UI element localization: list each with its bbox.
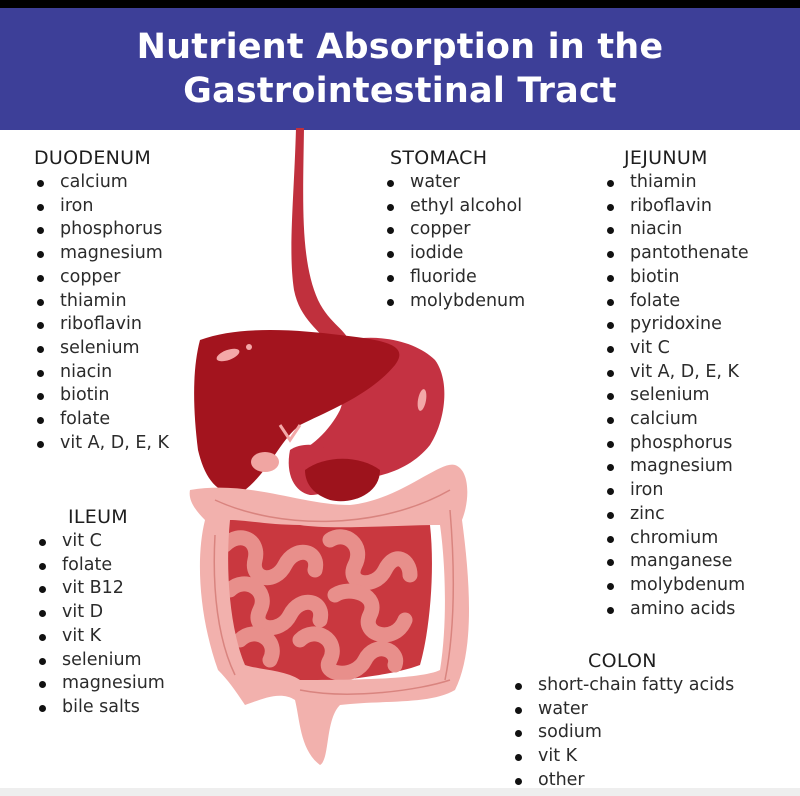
- list-item: molybdenum: [604, 574, 749, 598]
- list-item: biotin: [604, 266, 749, 290]
- jejunum-title: JEJUNUM: [624, 147, 708, 169]
- liver-icon: [194, 330, 400, 493]
- list-item: copper: [384, 218, 525, 242]
- jejunum-section: JEJUNUM thiamin riboflavin niacin pantot…: [604, 146, 749, 621]
- title-line-2: Gastrointestinal Tract: [183, 71, 617, 111]
- list-item: vit A, D, E, K: [34, 432, 169, 456]
- list-item: vit B12: [36, 577, 165, 601]
- digestive-tract-illustration: [189, 128, 470, 765]
- list-item: sodium: [512, 721, 734, 745]
- list-item: molybdenum: [384, 290, 525, 314]
- esophagus-icon: [291, 128, 350, 350]
- list-item: phosphorus: [604, 432, 749, 456]
- list-item: water: [384, 171, 525, 195]
- list-item: niacin: [34, 361, 169, 385]
- list-item: pyridoxine: [604, 313, 749, 337]
- list-item: magnesium: [36, 672, 165, 696]
- ileum-section: ILEUM vit C folate vit B12 vit D vit K s…: [36, 505, 165, 720]
- list-item: thiamin: [604, 171, 749, 195]
- list-item: vit K: [512, 745, 734, 769]
- list-item: amino acids: [604, 598, 749, 622]
- list-item: manganese: [604, 550, 749, 574]
- list-item: bile salts: [36, 696, 165, 720]
- colon-icon: [189, 464, 470, 765]
- stomach-list: water ethyl alcohol copper iodide fluori…: [384, 171, 525, 313]
- duodenum-list: calcium iron phosphorus magnesium copper…: [34, 171, 169, 455]
- list-item: vit C: [36, 530, 165, 554]
- list-item: folate: [604, 290, 749, 314]
- list-item: thiamin: [34, 290, 169, 314]
- list-item: iron: [34, 195, 169, 219]
- list-item: pantothenate: [604, 242, 749, 266]
- list-item: vit A, D, E, K: [604, 361, 749, 385]
- list-item: magnesium: [604, 455, 749, 479]
- list-item: selenium: [36, 649, 165, 673]
- list-item: chromium: [604, 527, 749, 551]
- list-item: other: [512, 769, 734, 793]
- list-item: calcium: [604, 408, 749, 432]
- list-item: niacin: [604, 218, 749, 242]
- colon-section: COLON short-chain fatty acids water sodi…: [512, 649, 734, 793]
- title-line-1: Nutrient Absorption in the: [136, 27, 664, 67]
- ileum-list: vit C folate vit B12 vit D vit K seleniu…: [36, 530, 165, 720]
- stomach-icon: [290, 337, 445, 481]
- list-item: biotin: [34, 384, 169, 408]
- list-item: vit D: [36, 601, 165, 625]
- duodenum-title: DUODENUM: [34, 147, 152, 169]
- list-item: short-chain fatty acids: [512, 674, 734, 698]
- list-item: folate: [36, 554, 165, 578]
- stomach-title: STOMACH: [390, 147, 488, 169]
- duodenum-section: DUODENUM calcium iron phosphorus magnesi…: [34, 146, 169, 455]
- list-item: selenium: [604, 384, 749, 408]
- colon-list: short-chain fatty acids water sodium vit…: [512, 674, 734, 793]
- stomach-section: STOMACH water ethyl alcohol copper iodid…: [384, 146, 525, 313]
- list-item: calcium: [34, 171, 169, 195]
- colon-title: COLON: [588, 650, 657, 672]
- list-item: zinc: [604, 503, 749, 527]
- list-item: water: [512, 698, 734, 722]
- list-item: ethyl alcohol: [384, 195, 525, 219]
- top-border: [0, 0, 800, 8]
- list-item: vit K: [36, 625, 165, 649]
- list-item: fluoride: [384, 266, 525, 290]
- list-item: copper: [34, 266, 169, 290]
- list-item: iodide: [384, 242, 525, 266]
- list-item: selenium: [34, 337, 169, 361]
- list-item: vit C: [604, 337, 749, 361]
- list-item: iron: [604, 479, 749, 503]
- bottom-border: [0, 788, 800, 796]
- list-item: folate: [34, 408, 169, 432]
- list-item: phosphorus: [34, 218, 169, 242]
- title-banner: Nutrient Absorption in the Gastrointesti…: [0, 8, 800, 130]
- ileum-title: ILEUM: [68, 506, 128, 528]
- list-item: riboflavin: [34, 313, 169, 337]
- list-item: magnesium: [34, 242, 169, 266]
- list-item: riboflavin: [604, 195, 749, 219]
- jejunum-list: thiamin riboflavin niacin pantothenate b…: [604, 171, 749, 621]
